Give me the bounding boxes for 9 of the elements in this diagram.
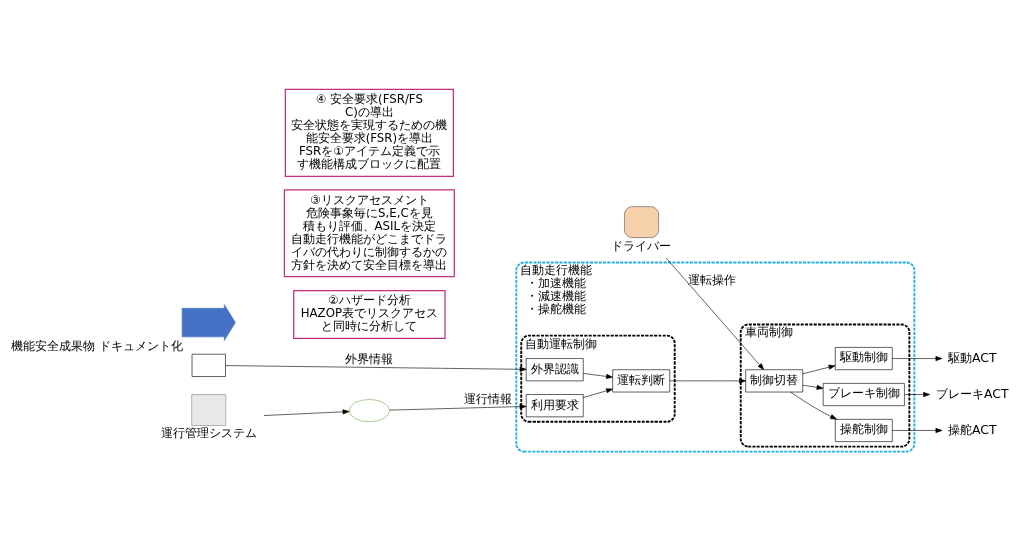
node-text: 駆動ACT bbox=[947, 349, 997, 365]
node-label: 運行管理システム bbox=[160, 425, 257, 440]
edge-label: 運転操作 bbox=[687, 272, 736, 287]
node-text: 操舵ACT bbox=[947, 421, 997, 437]
edge-label: 外界情報 bbox=[344, 351, 393, 366]
edge-label: 運行情報 bbox=[463, 391, 512, 406]
node-label: ドライバー bbox=[610, 238, 671, 253]
node-label: 機能安全成果物 ドキュメント化 bbox=[10, 338, 183, 353]
node-text: ブレーキACT bbox=[935, 385, 1009, 401]
